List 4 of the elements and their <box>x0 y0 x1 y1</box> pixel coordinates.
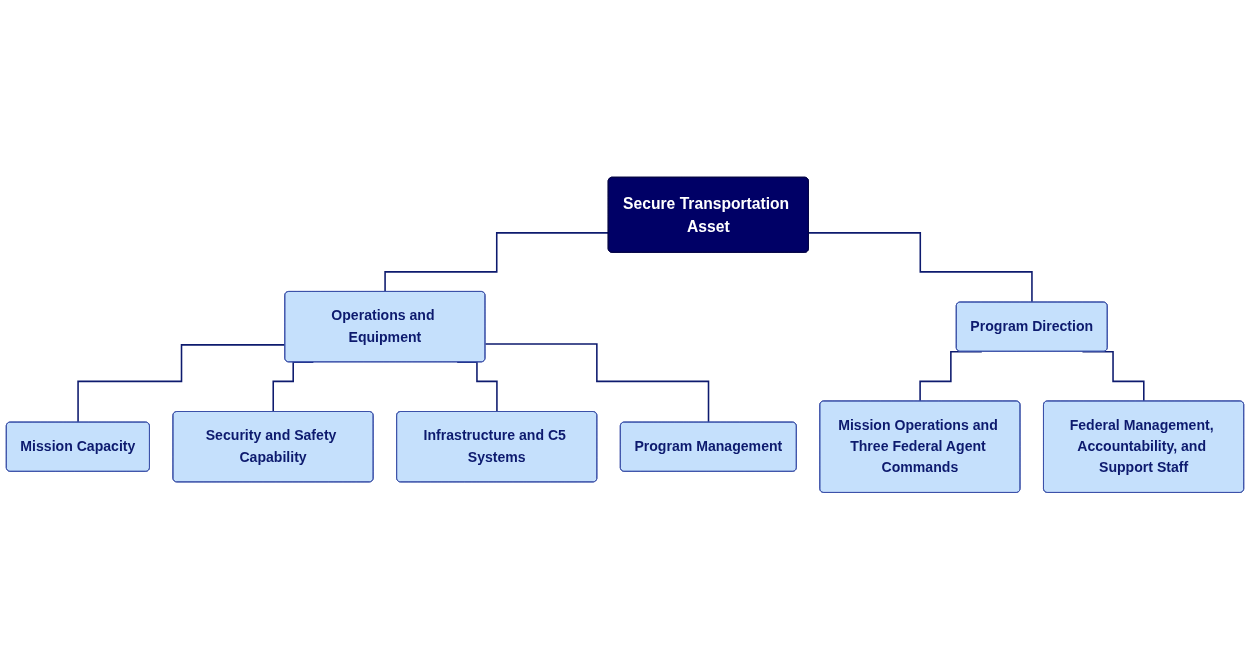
connector <box>384 232 610 293</box>
connector <box>77 344 286 424</box>
connector <box>808 232 1033 304</box>
connector <box>484 343 710 424</box>
